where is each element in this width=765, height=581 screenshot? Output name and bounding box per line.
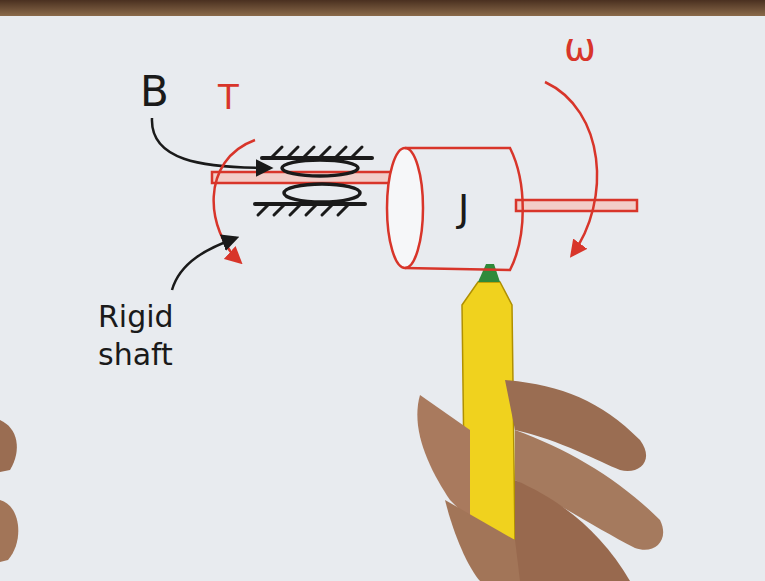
- hand-with-marker: [0, 264, 663, 581]
- torque-label: T: [218, 76, 239, 119]
- damping-label: B: [140, 66, 169, 119]
- rigid-shaft: [212, 172, 404, 183]
- whiteboard: [0, 16, 765, 581]
- speed-label: ω: [564, 24, 596, 72]
- speed-arrow: [545, 82, 597, 255]
- leader-line: [172, 238, 236, 290]
- node-label: J: [385, 143, 530, 230]
- cylinder-face: [387, 148, 423, 268]
- bearing-symbol: [255, 147, 372, 215]
- leader-line: [152, 118, 270, 168]
- shaft-label: Rigid shaft: [98, 298, 193, 373]
- cylinder-outline: [385, 143, 530, 273]
- rigid-shaft: [516, 200, 637, 211]
- inertia-cylinder: J: [385, 143, 530, 273]
- board-frame: [0, 0, 765, 16]
